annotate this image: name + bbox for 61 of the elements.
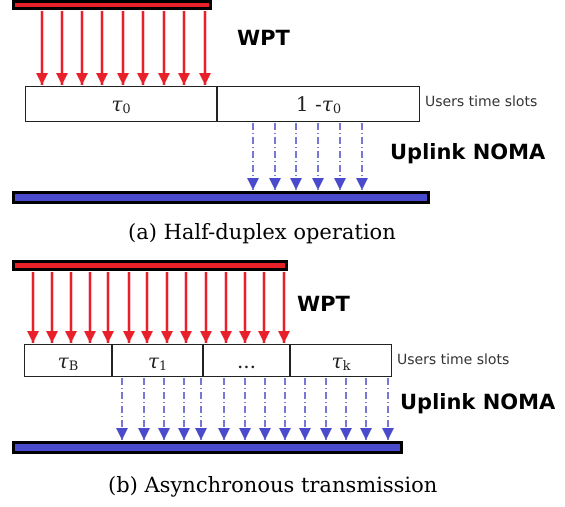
arrow [178, 11, 190, 85]
row-label: Users time slots [425, 94, 538, 110]
time-slot-cell: ... [203, 344, 290, 377]
arrow [137, 11, 149, 85]
dashed-arrow [290, 123, 302, 190]
time-slot-cell: τ$_{B}$ [24, 344, 112, 377]
arrow [180, 272, 192, 343]
dashed-arrow [279, 378, 291, 440]
figure-caption: (b) Asynchronous transmission [108, 473, 438, 497]
signal-label: WPT [297, 292, 350, 316]
arrow [27, 272, 39, 343]
dashed-arrow [320, 378, 332, 440]
arrow [123, 272, 135, 343]
arrow [161, 272, 173, 343]
arrow [46, 272, 58, 343]
arrow [96, 11, 108, 85]
arrow [102, 272, 114, 343]
arrow [200, 272, 212, 343]
arrow [117, 11, 129, 85]
dashed-arrow [195, 378, 207, 440]
signal-label: WPT [237, 26, 290, 50]
signal-label: Uplink NOMA [390, 140, 546, 164]
dashed-arrow [356, 123, 368, 190]
antenna-bar [12, 191, 430, 204]
row-label: Users time slots [397, 352, 510, 368]
antenna-bar [12, 441, 403, 454]
dashed-arrow [178, 378, 190, 440]
dashed-arrow [239, 378, 251, 440]
arrow [84, 272, 96, 343]
arrow [220, 272, 232, 343]
arrow [199, 11, 211, 85]
figure-caption: (a) Half-duplex operation [128, 220, 396, 244]
dashed-arrow [340, 378, 352, 440]
dashed-arrow [138, 378, 150, 440]
time-slot-cell: τ$_{1}$ [112, 344, 203, 377]
antenna-bar [12, 0, 212, 10]
dashed-arrow [382, 378, 394, 440]
arrow [36, 11, 48, 85]
dashed-arrow [116, 378, 128, 440]
dashed-arrow [334, 123, 346, 190]
dashed-arrow [360, 378, 372, 440]
arrow [278, 272, 290, 343]
arrow [141, 272, 153, 343]
arrow [65, 272, 77, 343]
arrow [258, 272, 270, 343]
time-slot-cell: τ$_{0}$ [25, 86, 217, 122]
time-slot-cell: τ$_{k}$ [290, 344, 392, 377]
dashed-arrow [299, 378, 311, 440]
dashed-arrow [218, 378, 230, 440]
arrow [56, 11, 68, 85]
dashed-arrow [312, 123, 324, 190]
antenna-bar [12, 260, 288, 271]
dashed-arrow [269, 123, 281, 190]
signal-label: Uplink NOMA [400, 390, 556, 414]
dashed-arrow [247, 123, 259, 190]
arrow [158, 11, 170, 85]
arrow [239, 272, 251, 343]
dashed-arrow [259, 378, 271, 440]
dashed-arrow [158, 378, 170, 440]
arrow [76, 11, 88, 85]
time-slot-cell: 1 -τ$_{0}$ [217, 86, 420, 122]
